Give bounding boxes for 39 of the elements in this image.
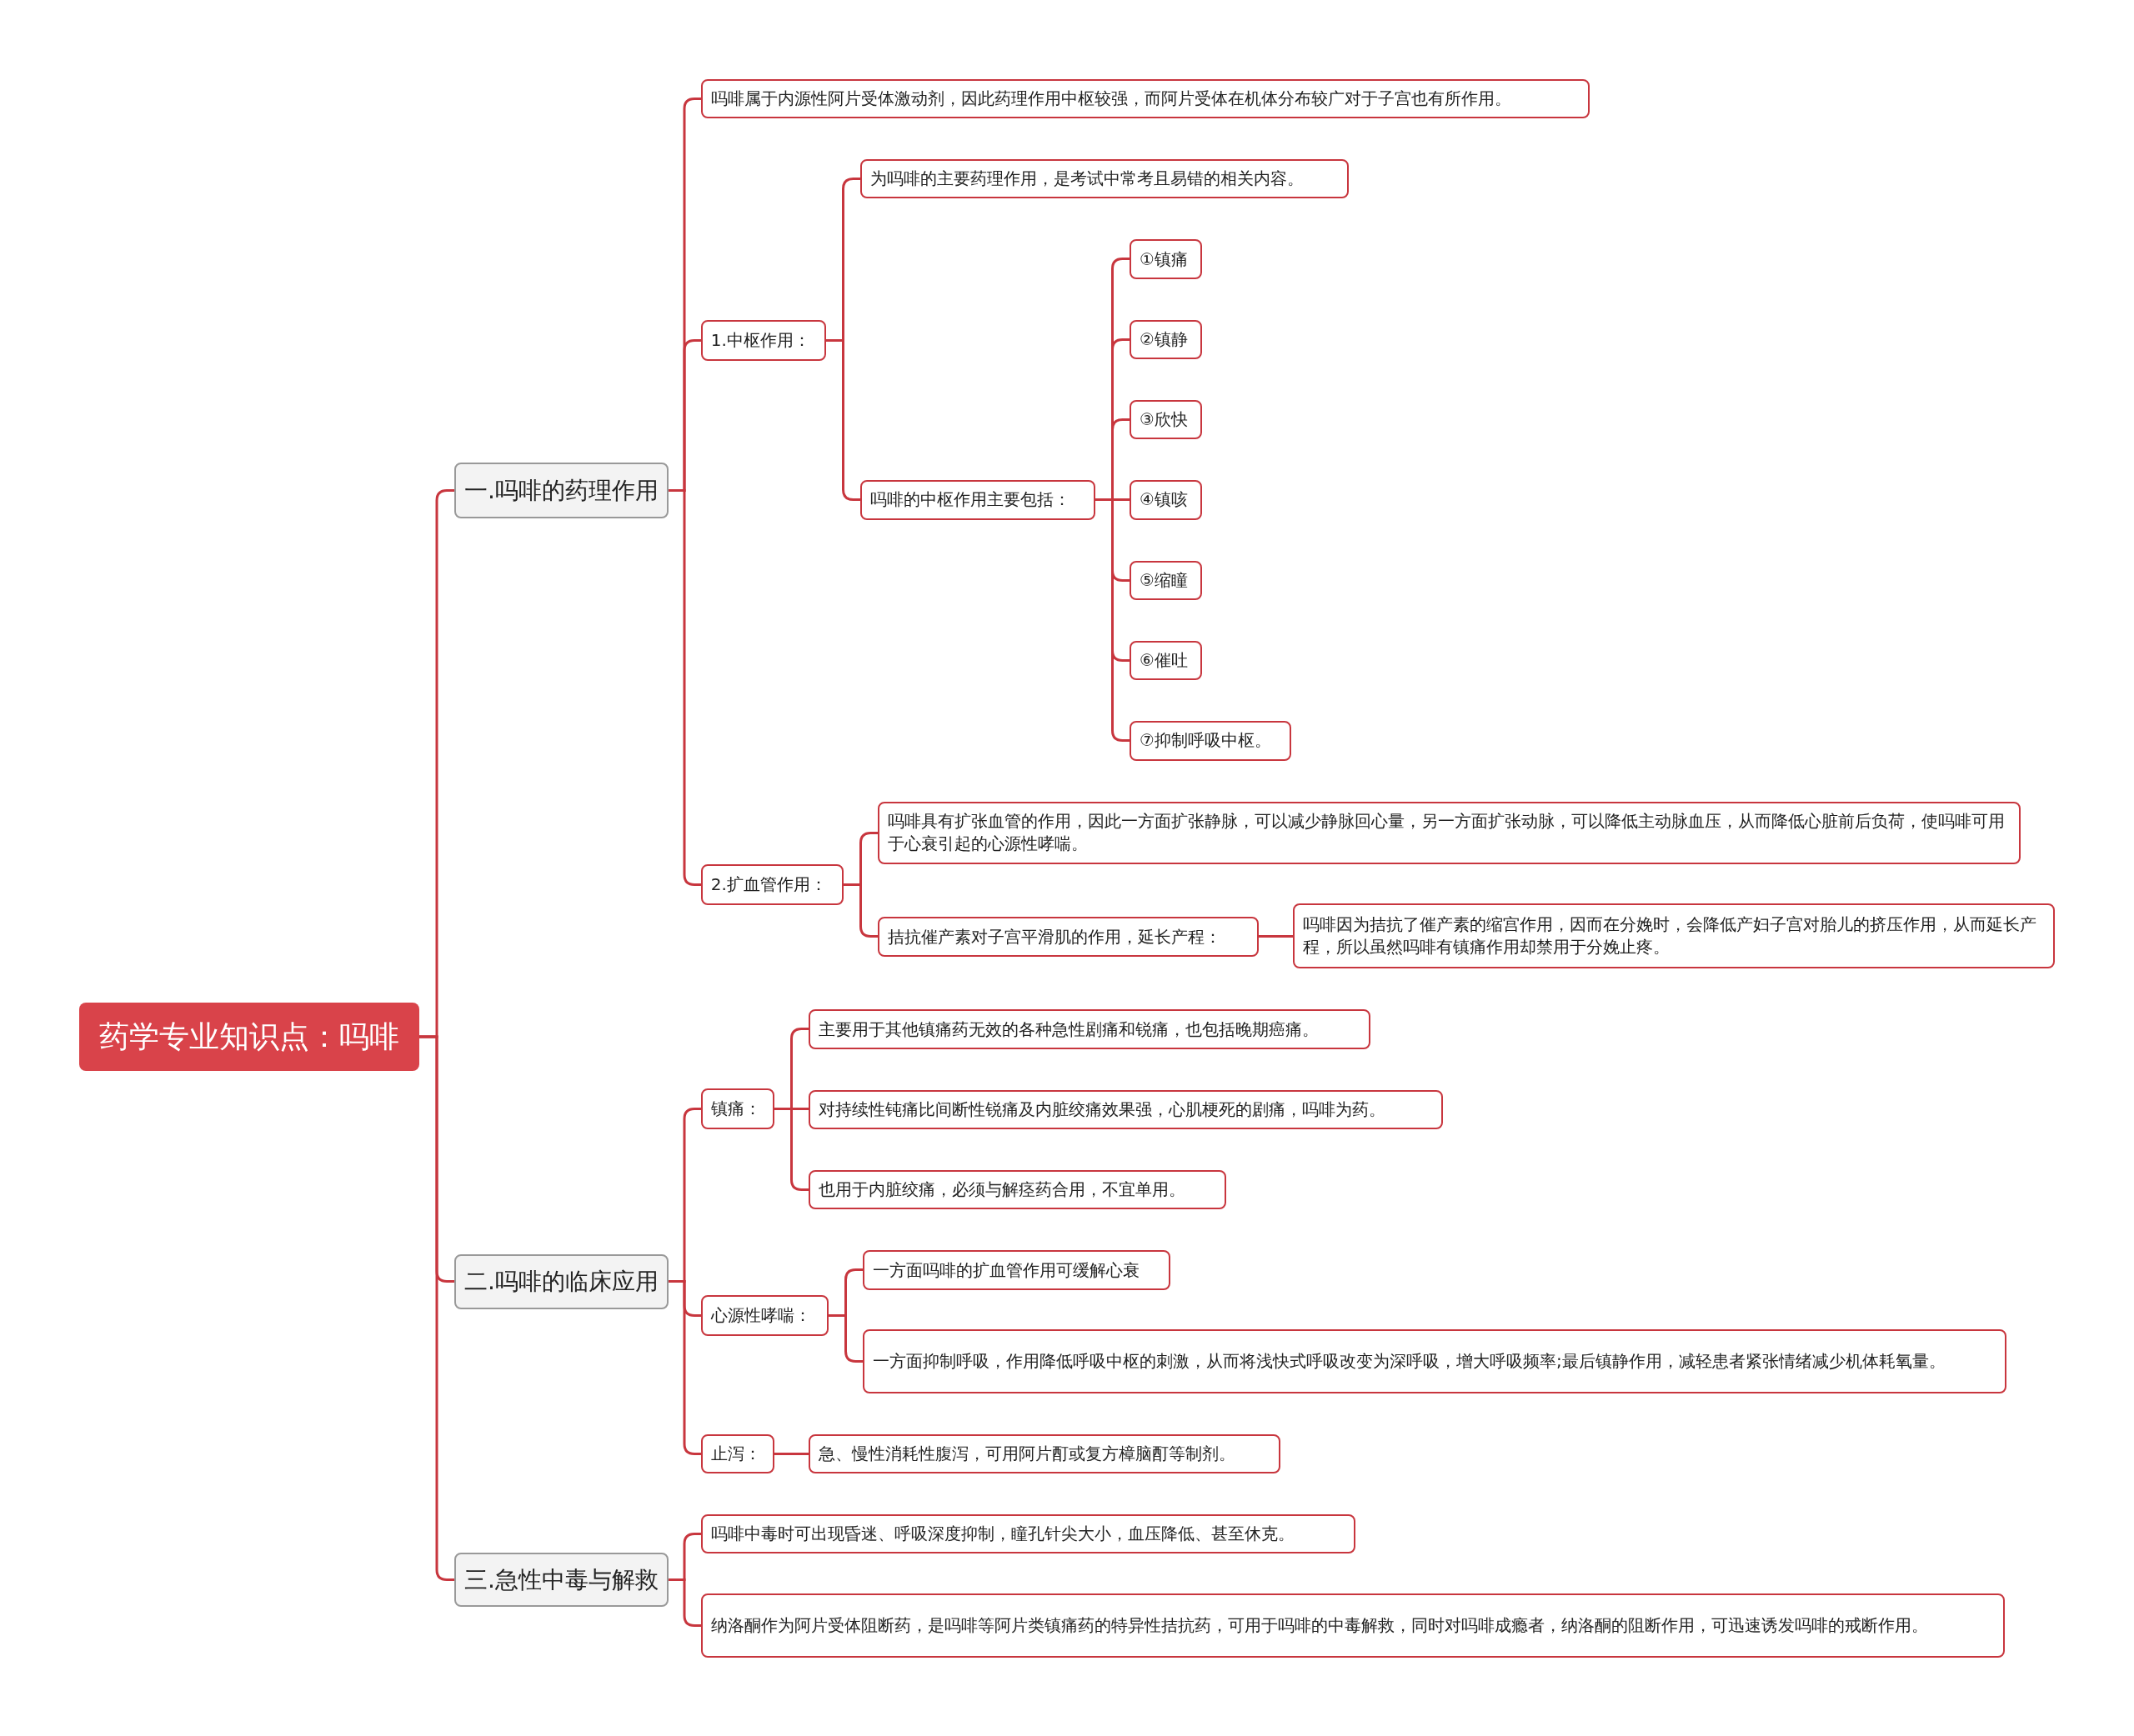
connector-line <box>774 1108 809 1191</box>
subtopic-box: ①镇痛 <box>1130 239 1202 279</box>
subtopic-box: 镇痛： <box>700 1088 774 1130</box>
subtopic-box: 心源性哮喘： <box>700 1295 829 1337</box>
subtopic-box: 一方面吗啡的扩血管作用可缓解心衰 <box>863 1250 1171 1290</box>
subtopic-box: 1.中枢作用： <box>700 319 826 361</box>
subtopic-box: ④镇咳 <box>1130 480 1202 520</box>
subtopic-box: ⑥催吐 <box>1130 640 1202 681</box>
subtopic-box: 也用于内脏绞痛，必须与解痉药合用，不宜单用。 <box>808 1170 1226 1210</box>
connector-line <box>774 1453 809 1455</box>
subtopic-box: 吗啡属于内源性阿片受体激动剂，因此药理作用中枢较强，而阿片受体在机体分布较广对于子宫也有所作用。 <box>700 78 1590 119</box>
subtopic-box: 吗啡具有扩张血管的作用，因此一方面扩张静脉，可以减少静脉回心量，另一方面扩张动脉，可以降低主动脉血压，从而降低心脏前后负荷，使吗啡可用于心衰引起的心源性哮喘。 <box>878 801 2021 864</box>
subtopic-box: 纳洛酮作为阿片受体阻断药，是吗啡等阿片类镇痛药的特异性拮抗药，可用于吗啡的中毒解救，同时对吗啡成瘾者，纳洛酮的阻断作用，可迅速诱发吗啡的戒断作用。 <box>700 1593 2005 1658</box>
subtopic-box: 为吗啡的主要药理作用，是考试中常考且易错的相关内容。 <box>859 159 1349 199</box>
connector-line <box>668 1578 701 1627</box>
connector-line <box>668 489 701 886</box>
subtopic-box: 吗啡因为拮抗了催产素的缩宫作用，因而在分娩时，会降低产妇子宫对胎儿的挤压作用，从而延长产程，所以虽然吗啡有镇痛作用却禁用于分娩止疼。 <box>1293 903 2056 969</box>
connector-line <box>1259 935 1293 938</box>
subtopic-box: 一方面抑制呼吸，作用降低呼吸中枢的刺激，从而将浅快式呼吸改变为深呼吸，增大呼吸频率;最后镇静作用，减轻患者紧张情绪减少机体耗氧量。 <box>863 1329 2006 1393</box>
topic-box: 一.吗啡的药理作用 <box>454 463 669 519</box>
connector-line <box>826 339 860 501</box>
subtopic-box: 吗啡的中枢作用主要包括： <box>859 480 1096 520</box>
subtopic-box: 对持续性钝痛比间断性锐痛及内脏绞痛效果强，心肌梗死的剧痛，吗啡为药。 <box>808 1089 1443 1130</box>
subtopic-box: ⑤缩瞳 <box>1130 560 1202 600</box>
subtopic-box: 主要用于其他镇痛药无效的各种急性剧痛和锐痛，也包括晚期癌痛。 <box>808 1009 1371 1049</box>
connector-line <box>1095 498 1130 742</box>
connector-line <box>829 1314 863 1363</box>
subtopic-box: ③欣快 <box>1130 400 1202 440</box>
subtopic-box: 止泻： <box>700 1433 774 1474</box>
root-topic-box: 药学专业知识点：吗啡 <box>78 1003 419 1071</box>
subtopic-box: 急、慢性消耗性腹泻，可用阿片酊或复方樟脑酊等制剂。 <box>808 1433 1281 1474</box>
topic-box: 二.吗啡的临床应用 <box>454 1254 669 1309</box>
subtopic-box: 吗啡中毒时可出现昏迷、呼吸深度抑制，瞳孔针尖大小，血压降低、甚至休克。 <box>700 1514 1356 1554</box>
subtopic-box: 拮抗催产素对子宫平滑肌的作用，延长产程： <box>878 917 1260 957</box>
subtopic-box: 2.扩血管作用： <box>700 863 844 905</box>
subtopic-box: ②镇静 <box>1130 319 1202 359</box>
connector-line <box>844 883 878 938</box>
topic-box: 三.急性中毒与解救 <box>454 1552 669 1608</box>
subtopic-box: ⑦抑制呼吸中枢。 <box>1130 721 1292 761</box>
